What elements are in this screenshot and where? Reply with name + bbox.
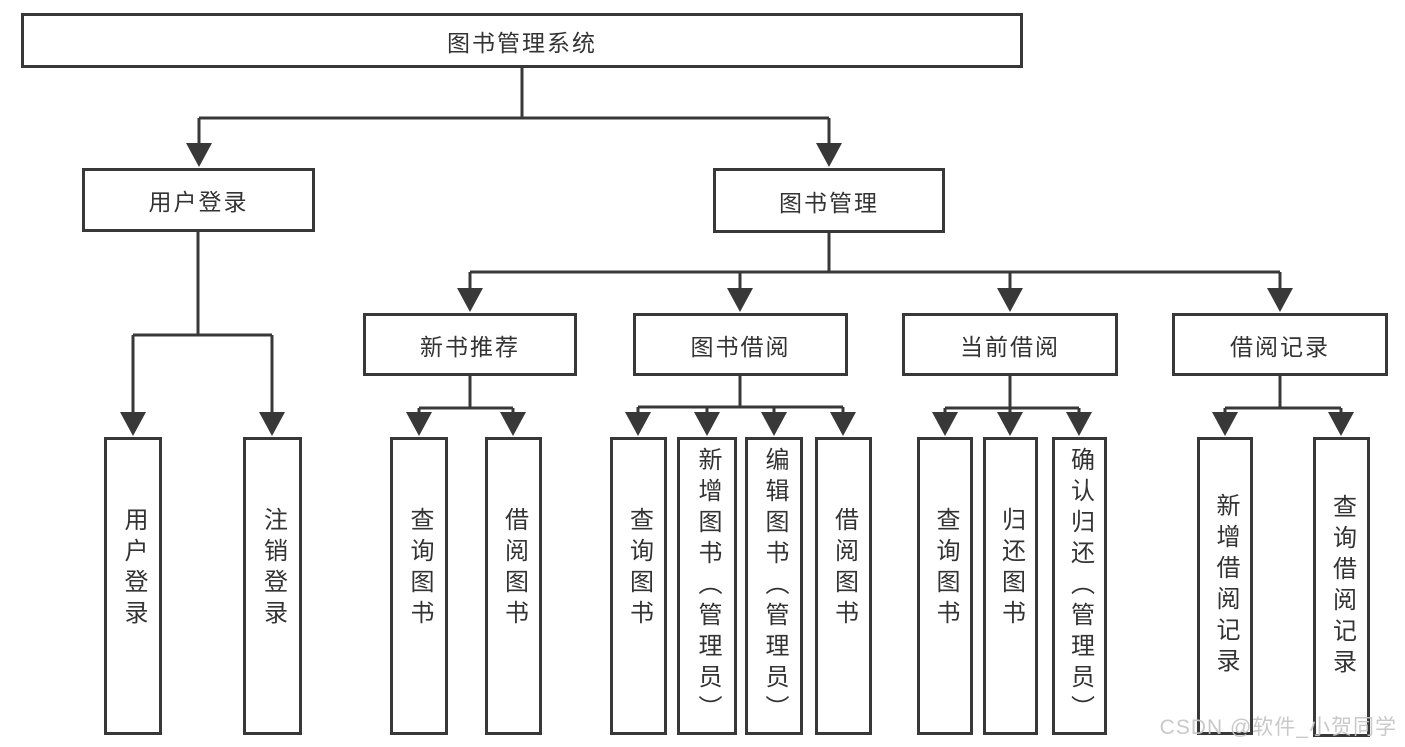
leaf-records-query-record-label: 查询借阅记录 bbox=[1328, 494, 1356, 680]
leaf-borrow-query-books: 查询图书 bbox=[610, 437, 667, 735]
node-book-management-label: 图书管理 bbox=[779, 189, 879, 216]
leaf-current-return-books-label: 归还图书 bbox=[997, 507, 1025, 631]
leaf-current-query-books: 查询图书 bbox=[917, 437, 973, 735]
leaf-recommend-borrow-books-label: 借阅图书 bbox=[500, 507, 528, 631]
leaf-user-login: 用户登录 bbox=[104, 437, 162, 735]
node-borrow-records: 借阅记录 bbox=[1172, 313, 1388, 376]
leaf-current-query-books-label: 查询图书 bbox=[932, 507, 959, 631]
node-user-login: 用户登录 bbox=[82, 168, 315, 232]
node-user-login-label: 用户登录 bbox=[148, 189, 249, 215]
node-book-borrow-label: 图书借阅 bbox=[690, 333, 791, 360]
leaf-records-query-record: 查询借阅记录 bbox=[1313, 437, 1370, 737]
node-current-borrow: 当前借阅 bbox=[902, 313, 1118, 376]
leaf-borrow-borrow-books-label: 借阅图书 bbox=[830, 507, 858, 631]
leaf-borrow-add-books-admin-label: 新增图书（管理员） bbox=[694, 446, 721, 726]
connector-current-to-leaves bbox=[932, 376, 1092, 436]
leaf-user-login-label: 用户登录 bbox=[120, 507, 147, 631]
leaf-borrow-edit-books-admin-label: 编辑图书（管理员） bbox=[761, 446, 788, 726]
connector-borrow-to-leaves bbox=[625, 376, 856, 436]
leaf-logout: 注销登录 bbox=[243, 437, 302, 735]
node-book-borrow: 图书借阅 bbox=[633, 313, 848, 376]
node-borrow-records-label: 借阅记录 bbox=[1230, 333, 1330, 360]
leaf-current-return-books: 归还图书 bbox=[983, 437, 1038, 735]
leaf-records-add-record-label: 新增借阅记录 bbox=[1212, 493, 1239, 679]
connector-login-to-leaves bbox=[120, 232, 285, 436]
node-book-management: 图书管理 bbox=[713, 168, 945, 233]
node-current-borrow-label: 当前借阅 bbox=[960, 333, 1060, 360]
leaf-current-confirm-return-admin: 确认归还（管理员） bbox=[1052, 437, 1107, 735]
node-new-book-recommend: 新书推荐 bbox=[363, 313, 577, 376]
node-new-book-recommend-label: 新书推荐 bbox=[420, 333, 520, 360]
leaf-borrow-borrow-books: 借阅图书 bbox=[815, 437, 872, 735]
connector-recommend-to-leaves bbox=[406, 376, 526, 436]
leaf-logout-label: 注销登录 bbox=[259, 507, 287, 631]
leaf-borrow-add-books-admin: 新增图书（管理员） bbox=[677, 437, 737, 735]
connector-management-to-level3 bbox=[457, 233, 1293, 312]
leaf-borrow-query-books-label: 查询图书 bbox=[625, 507, 653, 631]
leaf-records-add-record: 新增借阅记录 bbox=[1197, 437, 1253, 735]
connector-records-to-leaves bbox=[1212, 376, 1354, 436]
connector-root-to-level2 bbox=[186, 68, 842, 167]
leaf-borrow-edit-books-admin: 编辑图书（管理员） bbox=[745, 437, 803, 735]
leaf-current-confirm-return-admin-label: 确认归还（管理员） bbox=[1066, 446, 1094, 726]
leaf-recommend-borrow-books: 借阅图书 bbox=[485, 437, 542, 735]
csdn-watermark: CSDN @软件_小贺同学 bbox=[1159, 716, 1397, 739]
node-library-system: 图书管理系统 bbox=[21, 13, 1023, 68]
leaf-recommend-query-books-label: 查询图书 bbox=[406, 507, 433, 631]
leaf-recommend-query-books: 查询图书 bbox=[390, 437, 448, 735]
node-library-system-label: 图书管理系统 bbox=[447, 29, 597, 56]
